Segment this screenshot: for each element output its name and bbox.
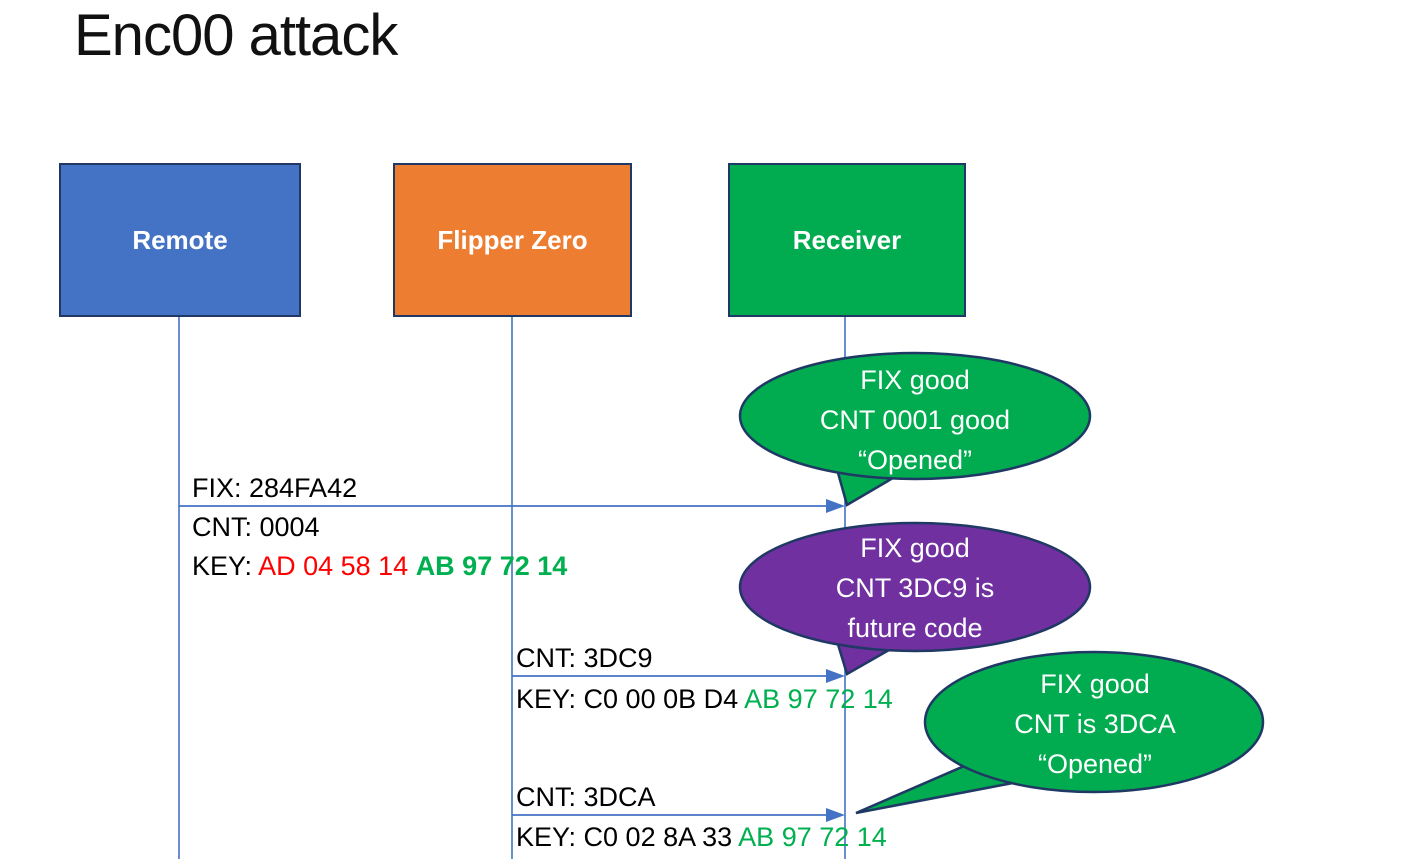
actor-box-flipper-zero: Flipper Zero bbox=[393, 163, 632, 317]
actor-label-receiver: Receiver bbox=[792, 224, 902, 255]
message-3-cnt-label: CNT: 3DCA bbox=[516, 782, 656, 812]
bubble-1-line-1: FIX good bbox=[860, 365, 970, 395]
message-1-key-red-bytes: AD 04 58 14 bbox=[258, 551, 416, 581]
message-1-cnt-text: CNT: 0004 bbox=[192, 512, 320, 542]
bubble-2-line-1: FIX good bbox=[860, 533, 970, 563]
speech-bubble-2 bbox=[738, 521, 1092, 653]
bubble-2-line-2: CNT 3DC9 is bbox=[835, 573, 995, 603]
speech-bubble-2-text: FIX good CNT 3DC9 is future code bbox=[740, 528, 1090, 648]
message-2-key-label: KEY: C0 00 0B D4 AB 97 72 14 bbox=[516, 684, 893, 714]
message-1-key-prefix: KEY: bbox=[192, 551, 259, 581]
message-1-cnt-label: CNT: 0004 bbox=[192, 512, 320, 542]
message-1-fix-label: FIX: 284FA42 bbox=[192, 473, 357, 503]
bubble-1-line-3: “Opened” bbox=[857, 445, 973, 475]
message-1-key-green-bytes: AB 97 72 14 bbox=[415, 551, 568, 581]
message-3-key-green-bytes: AB 97 72 14 bbox=[738, 822, 887, 852]
message-2-cnt-label: CNT: 3DC9 bbox=[516, 643, 653, 673]
arrowhead-message-3 bbox=[826, 808, 845, 822]
message-3-cnt-text: CNT: 3DCA bbox=[516, 782, 656, 812]
bubble-3-line-2: CNT is 3DCA bbox=[1014, 709, 1176, 739]
speech-bubble-1-text: FIX good CNT 0001 good “Opened” bbox=[740, 360, 1090, 480]
actor-box-receiver: Receiver bbox=[728, 163, 966, 317]
message-2-key-prefix: KEY: C0 00 0B D4 bbox=[516, 684, 745, 714]
message-1-key-label: KEY: AD 04 58 14 AB 97 72 14 bbox=[192, 551, 567, 581]
message-2-cnt-text: CNT: 3DC9 bbox=[516, 643, 653, 673]
page-title: Enc00 attack bbox=[74, 3, 398, 68]
actor-label-remote: Remote bbox=[132, 224, 228, 255]
message-3-key-prefix: KEY: C0 02 8A 33 bbox=[516, 822, 739, 852]
bubble-3-line-3: “Opened” bbox=[1037, 749, 1153, 779]
message-1-fix-text: FIX: 284FA42 bbox=[192, 473, 358, 503]
message-2-key-green-bytes: AB 97 72 14 bbox=[744, 684, 893, 714]
bubble-1-line-2: CNT 0001 good bbox=[819, 405, 1011, 435]
speech-bubble-3-text: FIX good CNT is 3DCA “Opened” bbox=[925, 664, 1265, 784]
speech-bubble-1 bbox=[738, 351, 1092, 481]
arrowhead-message-1 bbox=[826, 499, 845, 513]
bubble-3-line-1: FIX good bbox=[1040, 669, 1150, 699]
actor-box-remote: Remote bbox=[59, 163, 301, 317]
bubble-2-line-3: future code bbox=[847, 613, 983, 643]
message-3-key-label: KEY: C0 02 8A 33 AB 97 72 14 bbox=[516, 822, 887, 852]
actor-label-flipper-zero: Flipper Zero bbox=[437, 224, 588, 255]
arrowhead-message-2 bbox=[826, 669, 845, 683]
speech-bubble-3 bbox=[923, 650, 1265, 794]
